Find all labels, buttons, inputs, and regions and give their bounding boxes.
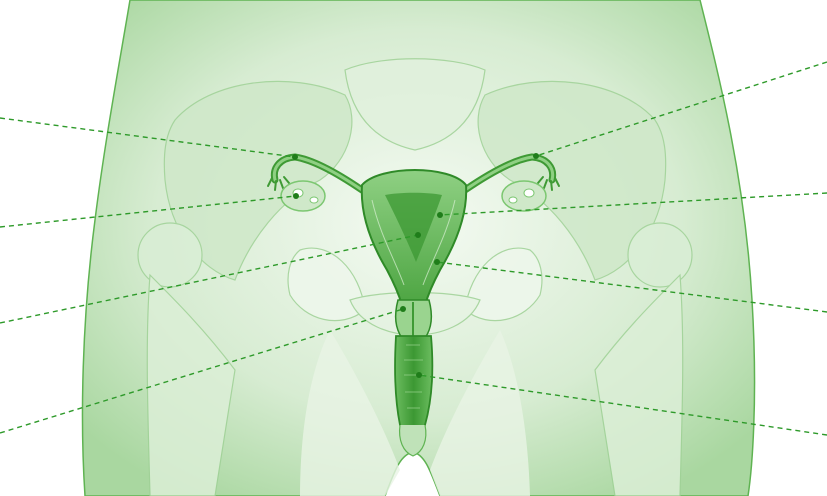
leader-myometrium-endpoint	[434, 259, 440, 265]
leader-left-ovary-endpoint	[293, 193, 299, 199]
leader-vagina-endpoint	[416, 372, 422, 378]
leader-right-fallopian-tube-endpoint	[533, 153, 539, 159]
leader-cervix-endpoint	[400, 306, 406, 312]
leader-uterine-fundus-endpoint	[437, 212, 443, 218]
cervix	[396, 300, 432, 338]
leader-left-fallopian-tube-endpoint	[292, 154, 298, 160]
leader-uterine-cavity-endpoint	[415, 232, 421, 238]
